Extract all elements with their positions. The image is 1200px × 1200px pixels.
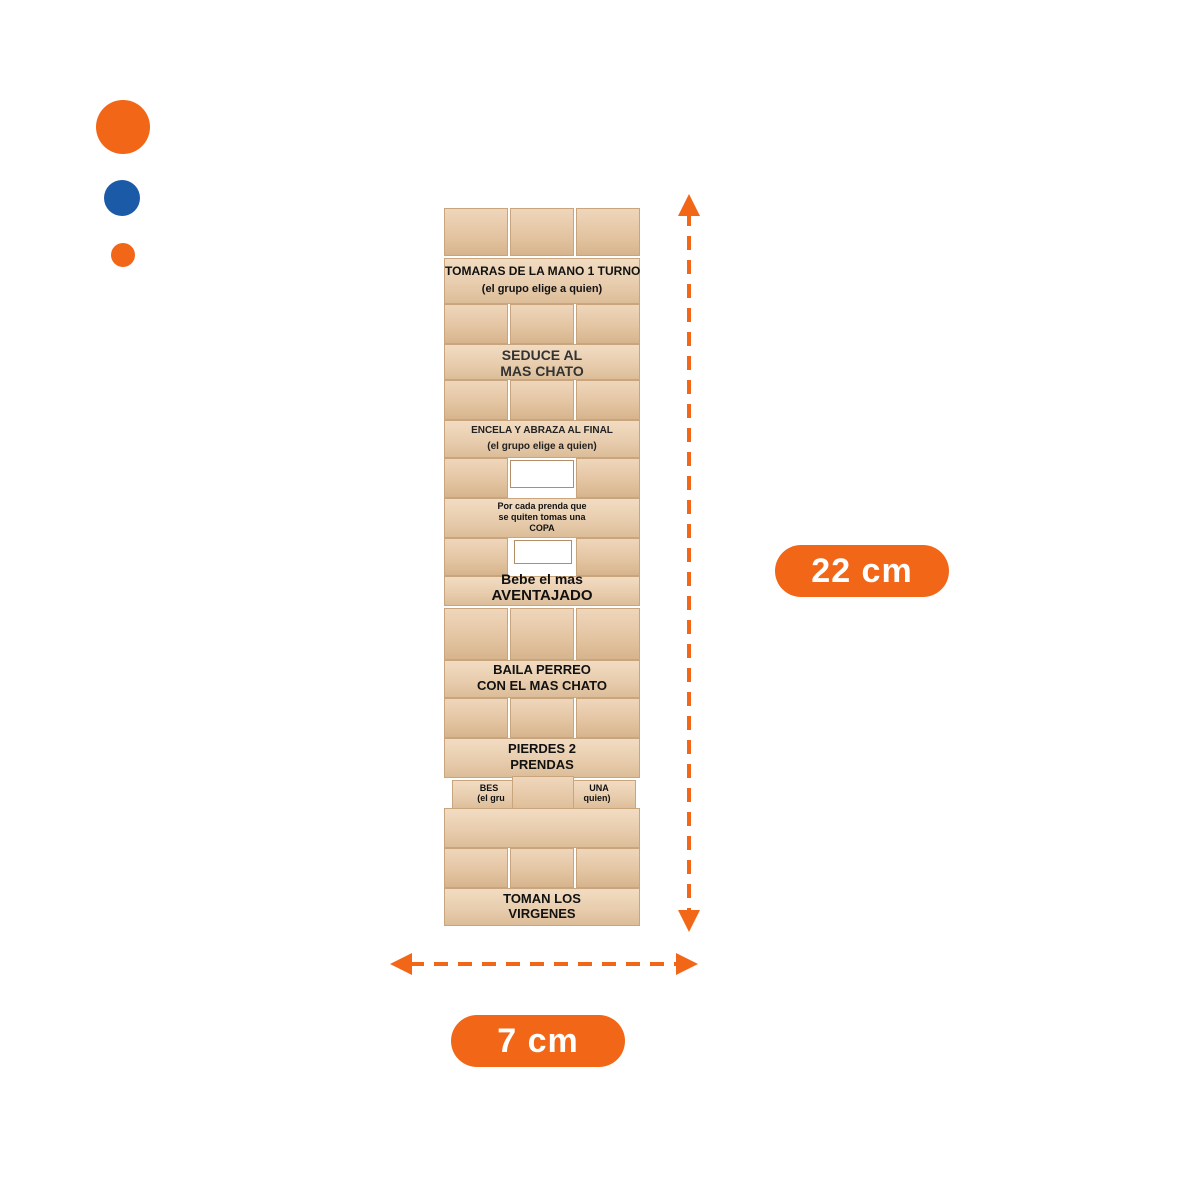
tower-block (444, 380, 508, 420)
large-orange-dot (96, 100, 150, 154)
block-text: BES (479, 783, 499, 793)
width-arrow (390, 953, 698, 975)
block-text: MAS CHATO (500, 363, 584, 379)
block-text: Por cada prenda que (497, 501, 587, 511)
tower-block (444, 848, 508, 888)
block-text: PIERDES 2 (508, 741, 576, 756)
block-text: TOMAN LOS (503, 891, 581, 906)
tower-block (576, 698, 640, 738)
block-text: SEDUCE AL (501, 347, 583, 363)
tower-block (576, 380, 640, 420)
tower-block (576, 304, 640, 344)
block-text: (el grupo elige a quien) (481, 283, 603, 295)
block-por-cada-prenda: Por cada prenda que se quiten tomas una … (444, 498, 640, 538)
jenga-tower: TOMARAS DE LA MANO 1 TURNO (el grupo eli… (444, 208, 640, 926)
block-text: AVENTAJADO (491, 587, 593, 604)
block-encela: ENCELA Y ABRAZA AL FINAL (el grupo elige… (444, 420, 640, 458)
tower-block (444, 458, 508, 498)
missing-block-gap (510, 460, 574, 488)
tower-block (510, 380, 574, 420)
width-label: 7 cm (451, 1015, 625, 1067)
tower-block (576, 458, 640, 498)
block-text: COPA (529, 523, 555, 533)
tower-block (444, 698, 508, 738)
block-text: BAILA PERREO (493, 662, 591, 677)
block-text: (el gru (477, 793, 505, 803)
tower-block (576, 208, 640, 256)
tower-block (510, 608, 574, 660)
small-orange-dot (111, 243, 135, 267)
block-seduce: SEDUCE AL MAS CHATO (444, 344, 640, 380)
block-text: VIRGENES (508, 906, 576, 921)
block-text: ENCELA Y ABRAZA AL FINAL (471, 425, 613, 436)
block-text: Bebe el mas (501, 571, 583, 587)
tower-block (444, 538, 508, 576)
tower-block (510, 304, 574, 344)
block-text: quien) (583, 793, 611, 803)
block-text: CON EL MAS CHATO (476, 678, 607, 693)
block-text: TOMARAS DE LA MANO 1 TURNO (445, 264, 641, 278)
block-bebe: Bebe el mas AVENTAJADO (444, 571, 640, 606)
tower-block (510, 848, 574, 888)
tower-block (576, 608, 640, 660)
missing-block-gap (514, 540, 572, 564)
blue-dot (104, 180, 140, 216)
tower-block (576, 848, 640, 888)
height-label: 22 cm (775, 545, 949, 597)
tower-block (576, 538, 640, 576)
height-arrow (678, 194, 700, 932)
block-pierdes: PIERDES 2 PRENDAS (444, 738, 640, 778)
tower-block (444, 208, 508, 256)
block-text: PRENDAS (510, 757, 574, 772)
block-text: se quiten tomas una (498, 512, 586, 522)
tower-block (444, 304, 508, 344)
block-baila-perreo: BAILA PERREO CON EL MAS CHATO (444, 660, 640, 698)
tower-block (510, 698, 574, 738)
block-tomaras: TOMARAS DE LA MANO 1 TURNO (el grupo eli… (444, 258, 640, 304)
block-toman: TOMAN LOS VIRGENES (444, 888, 640, 926)
tower-block (444, 808, 640, 848)
block-text: UNA (589, 783, 609, 793)
block-text: (el grupo elige a quien) (487, 441, 597, 452)
tower-block (510, 208, 574, 256)
tower-block (444, 608, 508, 660)
